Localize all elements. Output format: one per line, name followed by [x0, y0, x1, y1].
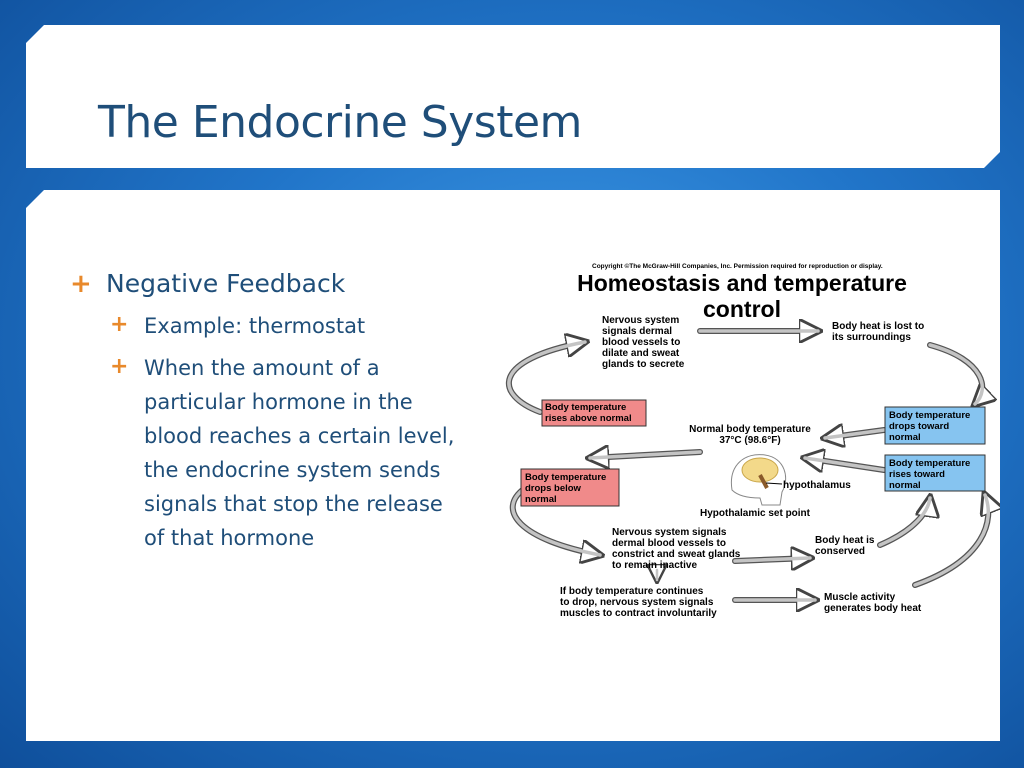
label-hypothalamic-set-point: Hypothalamic set point [700, 508, 811, 519]
diagram-title-line2: control [703, 296, 781, 322]
label-nervous-constrict: Nervous system signals dermal blood vess… [612, 527, 741, 571]
svg-text:its surroundings: its surroundings [832, 332, 911, 343]
copyright-notice: Copyright ©The McGraw-Hill Companies, In… [592, 262, 883, 270]
svg-text:dilate and sweat: dilate and sweat [602, 348, 680, 359]
label-muscle-activity: Muscle activity generates body heat [824, 592, 922, 614]
bullet-text: Negative Feedback [106, 269, 346, 298]
svg-text:to drop, nervous system signal: to drop, nervous system signals [560, 597, 714, 608]
svg-text:to remain inactive: to remain inactive [612, 560, 697, 571]
svg-text:constrict and sweat glands: constrict and sweat glands [612, 549, 741, 560]
box-drops-below-normal: Body temperature drops below normal [520, 468, 620, 507]
arrow-group [505, 331, 988, 600]
box-drops-toward-normal: Body temperature drops toward normal [884, 406, 986, 445]
svg-text:generates body heat: generates body heat [824, 603, 922, 614]
svg-text:Body temperature: Body temperature [889, 458, 970, 469]
diagram-title-line1: Homeostasis and temperature [577, 270, 907, 296]
svg-text:normal: normal [889, 432, 921, 443]
svg-text:If body temperature continues: If body temperature continues [560, 586, 704, 597]
slide-title: The Endocrine System [98, 97, 582, 148]
label-heat-conserved: Body heat is conserved [815, 535, 875, 557]
svg-text:signals dermal: signals dermal [602, 326, 672, 337]
label-nervous-dilate: Nervous system signals dermal blood vess… [602, 315, 685, 370]
svg-text:dermal blood vessels to: dermal blood vessels to [612, 538, 726, 549]
svg-text:glands to secrete: glands to secrete [602, 359, 685, 370]
plus-bullet-icon: + [110, 354, 129, 379]
svg-text:37°C (98.6°F): 37°C (98.6°F) [719, 435, 780, 446]
bullet-text: Example: thermostat [144, 314, 366, 338]
svg-text:rises above normal: rises above normal [545, 413, 632, 424]
bullet-explanation: + When the amount of a particular hormon… [66, 351, 466, 555]
label-normal-temperature: Normal body temperature 37°C (98.6°F) [689, 424, 811, 446]
svg-text:Normal body temperature: Normal body temperature [689, 424, 811, 435]
svg-text:muscles to contract involuntar: muscles to contract involuntarily [560, 608, 717, 619]
label-continue-drop: If body temperature continues to drop, n… [560, 586, 717, 619]
svg-text:blood vessels to: blood vessels to [602, 337, 680, 348]
bullet-list: + Negative Feedback + Example: thermosta… [66, 267, 466, 555]
svg-text:Body heat is: Body heat is [815, 535, 875, 546]
svg-text:rises toward: rises toward [889, 469, 945, 480]
svg-text:conserved: conserved [815, 546, 865, 557]
homeostasis-diagram: Copyright ©The McGraw-Hill Companies, In… [505, 262, 1000, 619]
plus-bullet-icon: + [70, 269, 92, 299]
svg-text:Muscle activity: Muscle activity [824, 592, 896, 603]
plus-bullet-icon: + [110, 312, 129, 337]
svg-text:Nervous system: Nervous system [602, 315, 679, 326]
svg-text:drops below: drops below [525, 483, 582, 494]
bullet-example: + Example: thermostat [66, 309, 466, 343]
label-heat-lost: Body heat is lost to its surroundings [832, 321, 924, 343]
label-hypothalamus: hypothalamus [783, 480, 851, 491]
svg-text:normal: normal [889, 480, 921, 491]
svg-text:Body heat is lost to: Body heat is lost to [832, 321, 924, 332]
svg-text:normal: normal [525, 494, 557, 505]
bullet-text: When the amount of a particular hormone … [144, 356, 455, 550]
box-rises-above-normal: Body temperature rises above normal [541, 399, 647, 427]
bullet-negative-feedback: + Negative Feedback [66, 267, 466, 301]
svg-text:Nervous system signals: Nervous system signals [612, 527, 727, 538]
svg-text:Body temperature: Body temperature [889, 410, 970, 421]
svg-text:Body temperature: Body temperature [525, 472, 606, 483]
box-rises-toward-normal: Body temperature rises toward normal [884, 454, 986, 492]
svg-text:Body temperature: Body temperature [545, 402, 626, 413]
svg-text:drops toward: drops toward [889, 421, 949, 432]
head-brain-icon [730, 454, 787, 506]
title-panel: The Endocrine System [26, 25, 1000, 168]
